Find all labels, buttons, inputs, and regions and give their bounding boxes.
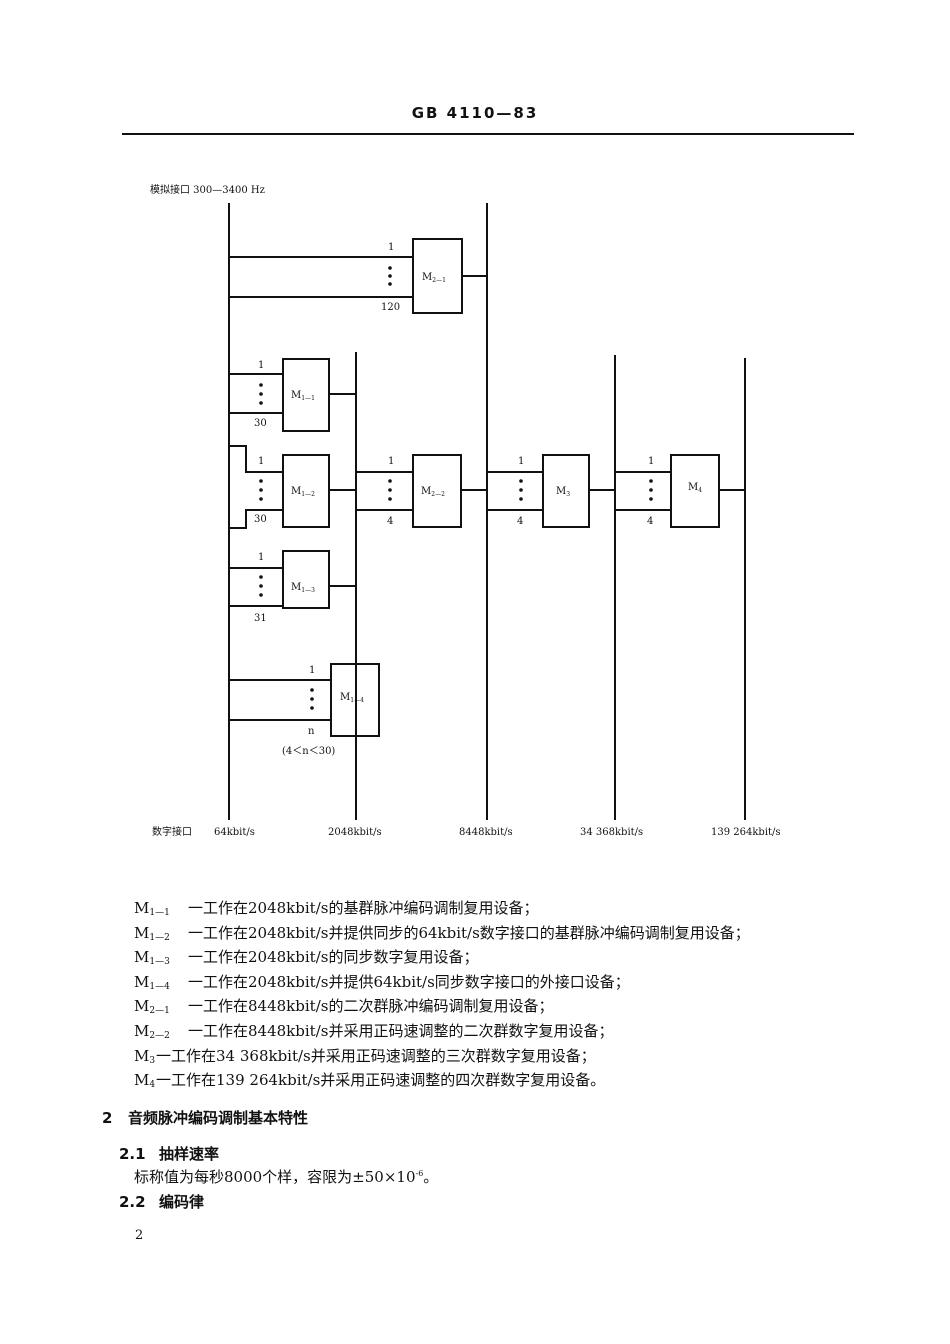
m22-top: 1 bbox=[388, 456, 394, 467]
section-2-1-body: 标称值为每秒8000个样，容限为±50×10-6。 bbox=[134, 1168, 439, 1186]
m21-bottom: 120 bbox=[381, 302, 400, 313]
rate-34368k: 34 368kbit/s bbox=[580, 827, 643, 838]
m3-label: M3 bbox=[556, 486, 570, 498]
m11-label: M1—1 bbox=[291, 390, 315, 402]
rate-2048k: 2048kbit/s bbox=[328, 827, 382, 838]
m4-top: 1 bbox=[648, 456, 654, 467]
m12-bottom: 30 bbox=[254, 514, 267, 525]
digital-interface-label: 数字接口 bbox=[152, 825, 192, 838]
m11-top: 1 bbox=[258, 360, 264, 371]
m13-box bbox=[282, 550, 330, 609]
m14-range: (4＜n＜30) bbox=[282, 746, 335, 757]
m4-label: M4 bbox=[688, 482, 702, 494]
m14-bottom: n bbox=[308, 726, 315, 737]
document-header: GB 4110—83 bbox=[411, 104, 539, 122]
m22-label: M2—2 bbox=[421, 486, 445, 498]
legend-item: M4一工作在139 264kbit/s并采用正码速调整的四次群数字复用设备。 bbox=[134, 1071, 606, 1091]
m21-label: M2—1 bbox=[422, 272, 446, 284]
m12-top: 1 bbox=[258, 456, 264, 467]
analog-interface-label: 模拟接口 300—3400 Hz bbox=[150, 183, 265, 196]
m13-bottom: 31 bbox=[254, 613, 267, 624]
rate-64k: 64kbit/s bbox=[214, 827, 255, 838]
m11-bottom: 30 bbox=[254, 418, 267, 429]
m14-box bbox=[330, 663, 380, 737]
rate-139264k: 139 264kbit/s bbox=[711, 827, 781, 838]
m21-top: 1 bbox=[388, 242, 394, 253]
m3-bottom: 4 bbox=[517, 516, 523, 527]
m4-bottom: 4 bbox=[647, 516, 653, 527]
legend-item: M3一工作在34 368kbit/s并采用正码速调整的三次群数字复用设备； bbox=[134, 1046, 596, 1066]
m13-label: M1—3 bbox=[291, 582, 315, 594]
m14-top: 1 bbox=[309, 665, 315, 676]
rate-8448k: 8448kbit/s bbox=[459, 827, 513, 838]
page-number: 2 bbox=[135, 1228, 144, 1243]
m12-label: M1—2 bbox=[291, 486, 315, 498]
m14-label: M1—4 bbox=[340, 692, 364, 704]
multiplex-hierarchy-diagram: 模拟接口 300—3400 Hz 1 120 M2—1 1 30 M1—1 1 … bbox=[150, 183, 781, 838]
header-rule bbox=[122, 133, 854, 135]
m13-top: 1 bbox=[258, 552, 264, 563]
m3-top: 1 bbox=[518, 456, 524, 467]
m22-bottom: 4 bbox=[387, 516, 393, 527]
m21-box bbox=[412, 238, 463, 314]
